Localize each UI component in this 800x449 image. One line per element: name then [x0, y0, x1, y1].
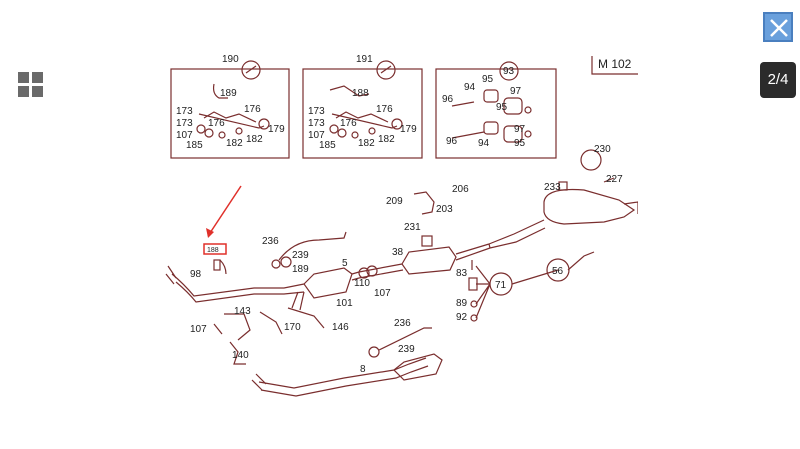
part-label: 182 [226, 138, 243, 149]
part-label: 182 [358, 138, 375, 149]
part-label: 176 [244, 104, 261, 115]
part-label: 95 [514, 138, 526, 149]
catalytic-converter [303, 267, 353, 299]
part-label: 101 [336, 298, 353, 309]
part-label: 173 [308, 118, 325, 129]
part-label: 38 [392, 247, 404, 258]
part-label: 173 [176, 106, 193, 117]
image-counter: 2/4 [760, 62, 796, 98]
part-label: 176 [208, 118, 225, 129]
part-label: 5 [342, 258, 348, 269]
part-label: 182 [378, 134, 395, 145]
part-label: 185 [186, 140, 203, 151]
part-label: 89 [456, 298, 468, 309]
part-label: 191 [356, 54, 373, 65]
part-label: 97 [510, 86, 522, 97]
part-label: 185 [319, 140, 336, 151]
part-label: 83 [456, 268, 468, 279]
part-label: 96 [446, 136, 458, 147]
part-label: 173 [176, 118, 193, 129]
part-label: 176 [340, 118, 357, 129]
part-label: 95 [496, 102, 508, 113]
part-label: 231 [404, 222, 421, 233]
part-label: 146 [332, 322, 349, 333]
middle-muffler [401, 246, 457, 275]
gallery-grid-button[interactable] [18, 72, 44, 98]
part-label: 209 [386, 196, 403, 207]
part-label: 179 [268, 124, 285, 135]
inset-panel-1 [170, 68, 290, 159]
part-label: 107 [374, 288, 391, 299]
model-label: M 102 [598, 57, 632, 71]
pointer-arrow [207, 185, 242, 237]
part-label: 8 [360, 364, 366, 375]
highlight-box [203, 243, 227, 255]
lower-exhaust-pipe [258, 357, 427, 389]
inset-panel-2 [302, 68, 423, 159]
part-label: 239 [398, 344, 415, 355]
part-label: 239 [292, 250, 309, 261]
part-label: 110 [354, 278, 370, 289]
part-label: 189 [292, 264, 309, 275]
part-label: 233 [544, 182, 561, 193]
part-label: 227 [606, 174, 623, 185]
part-label: 236 [394, 318, 411, 329]
part-label: 173 [308, 106, 325, 117]
part-label: 188 [352, 88, 369, 99]
part-label: 97 [514, 124, 526, 135]
part-label: 98 [190, 269, 202, 280]
part-label: 93 [503, 66, 515, 77]
part-label: 206 [452, 184, 469, 195]
part-label: 56 [552, 266, 564, 277]
part-label: 182 [246, 134, 263, 145]
part-label: 71 [495, 280, 507, 291]
grid-icon [18, 72, 29, 83]
inset-panel-3 [435, 68, 557, 159]
parts-diagram: M 102 188 190 189 173 173 176 176 107 17… [164, 52, 639, 409]
part-label: 170 [284, 322, 301, 333]
part-label: 143 [234, 306, 251, 317]
highlight-label: 188 [207, 247, 219, 254]
part-label: 236 [262, 236, 279, 247]
rear-muffler [543, 188, 636, 225]
part-label: 94 [464, 82, 476, 93]
part-label: 94 [478, 138, 490, 149]
part-label: 190 [222, 54, 239, 65]
part-label: 189 [220, 88, 237, 99]
part-label: 179 [400, 124, 417, 135]
part-label: 92 [456, 312, 468, 323]
part-label: 107 [190, 324, 207, 335]
part-label: 230 [594, 144, 611, 155]
close-button[interactable] [763, 12, 793, 42]
part-label: 140 [232, 350, 249, 361]
part-label: 107 [308, 130, 325, 141]
part-label: 176 [376, 104, 393, 115]
part-label: 96 [442, 94, 454, 105]
close-icon [770, 19, 788, 37]
part-label: 203 [436, 204, 453, 215]
part-label: 107 [176, 130, 193, 141]
part-label: 95 [482, 74, 494, 85]
